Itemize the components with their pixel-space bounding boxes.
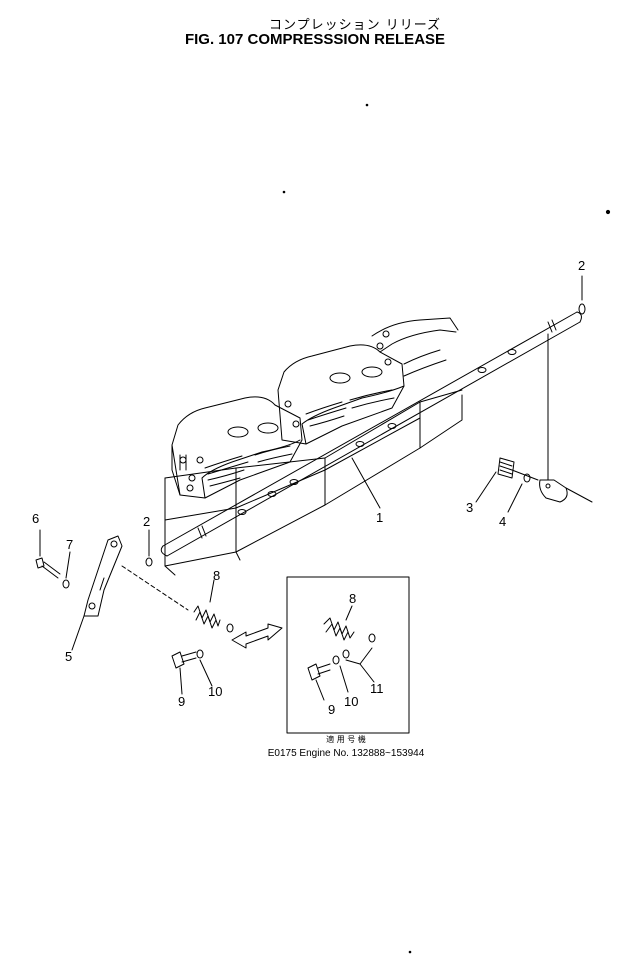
pin-washer: [523, 473, 531, 483]
callout-ring-left: 2: [143, 514, 150, 529]
callout-knob: 3: [466, 500, 473, 515]
callout-inset-washer: 10: [344, 694, 358, 709]
inset-box: [286, 576, 410, 734]
knob: [497, 457, 539, 481]
screw-washer: [196, 649, 204, 659]
release-lever-right: [539, 333, 593, 503]
spring: [193, 579, 234, 633]
callout-shaft: 1: [376, 510, 383, 525]
inset-screw: [307, 663, 331, 701]
cylinder-head-2: [277, 342, 405, 445]
lever-washer: [62, 579, 70, 589]
inset-caption: E0175 Engine No. 132888~153944: [268, 748, 425, 759]
callout-inset-screw: 9: [328, 702, 335, 717]
inset-washer: [332, 655, 340, 665]
callout-washer: 10: [208, 684, 222, 699]
inset-ring: [342, 649, 350, 659]
callout-inset-group: 11: [370, 681, 384, 696]
snap-ring-left: [145, 557, 153, 567]
callout-bolt: 6: [32, 511, 39, 526]
callout-washer-lever: 7: [66, 537, 73, 552]
screw: [171, 651, 197, 695]
snap-ring-right: [578, 303, 586, 315]
reference-arrow: [231, 623, 283, 649]
figure-title: FIG. 107 COMPRESSSION RELEASE: [184, 31, 446, 48]
engine-block: [164, 389, 463, 576]
title-japanese: コンプレッション リリーズ: [268, 18, 442, 33]
callout-ring-right: 2: [578, 258, 585, 273]
inset-spring: [323, 605, 376, 643]
lever-bolt: [35, 529, 61, 579]
callout-spring: 8: [213, 568, 220, 583]
inset-caption-japanese: 適 用 号 機: [326, 734, 366, 744]
release-shaft: [160, 311, 582, 557]
callout-lever: 5: [65, 649, 72, 664]
cylinder-head-3: [371, 317, 459, 377]
callout-inset-spring: 8: [349, 591, 356, 606]
cylinder-head-1: [171, 396, 303, 499]
callout-pin: 4: [499, 514, 506, 529]
lever-left: [83, 535, 189, 617]
callout-screw: 9: [178, 694, 185, 709]
